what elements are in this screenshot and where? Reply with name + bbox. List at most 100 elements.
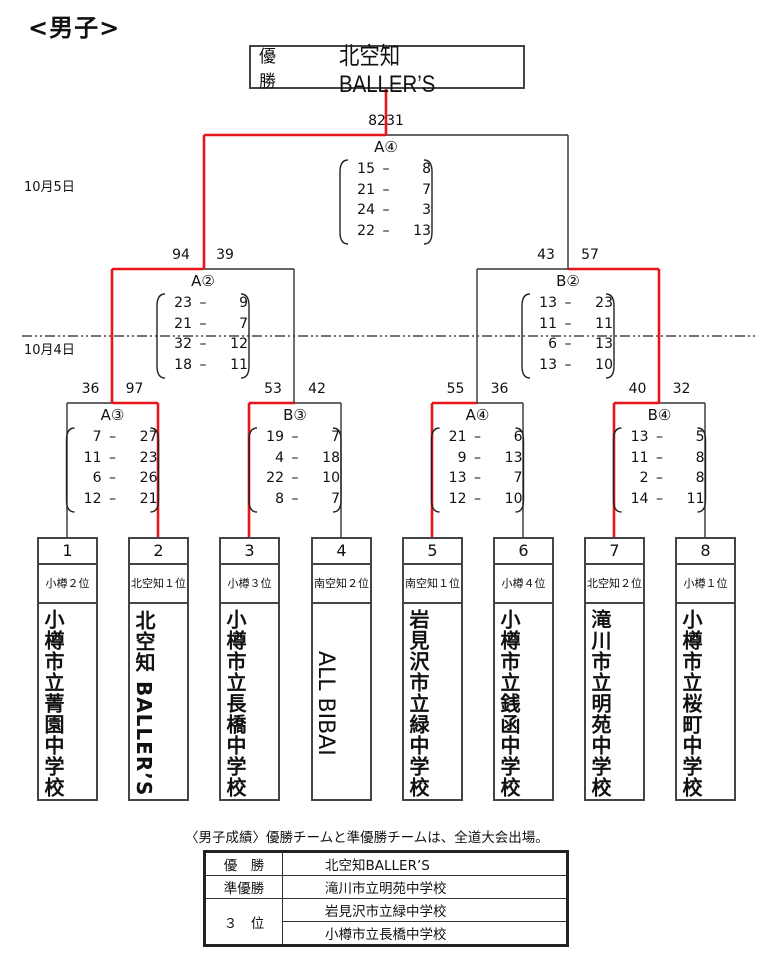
set-score-row: 19–7 [250, 427, 340, 448]
qf2-left-score: 53 [264, 381, 282, 397]
set-score-row: 21–7 [341, 180, 431, 201]
results-team: 小樽市立長橋中学校 [282, 921, 568, 946]
set-score-dash: – [109, 470, 116, 486]
results-team: 滝川市立明苑中学校 [282, 875, 568, 899]
team-seed-number: 7 [586, 539, 643, 565]
set-score-dash: – [474, 449, 481, 466]
team-name: ALL BIBAI [313, 651, 338, 756]
set-score-right: 11 [230, 356, 248, 373]
set-score-dash: – [656, 490, 663, 507]
set-score-dash: – [199, 356, 207, 373]
set-score-right: 8 [695, 449, 705, 466]
results-row-runner-up: 準優勝 滝川市立明苑中学校 [204, 875, 568, 899]
set-score-row: 21–7 [158, 314, 248, 335]
set-score-left: 6 [548, 336, 557, 352]
set-score-row: 13–10 [523, 355, 613, 376]
qf1-right-paren [150, 427, 160, 513]
set-score-left: 19 [266, 429, 284, 445]
set-score-left: 13 [539, 295, 557, 311]
set-score-dash: – [564, 315, 572, 332]
set-score-dash: – [291, 449, 299, 466]
set-score-dash: – [199, 295, 207, 311]
semi_right-match-label: B② [556, 272, 580, 290]
set-score-left: 14 [630, 490, 649, 507]
set-score-row: 13–7 [433, 468, 523, 489]
team-name: 小樽市立銭函中学校 [497, 609, 521, 798]
set-score-left: 21 [357, 181, 375, 198]
semi_left-right-score: 39 [216, 247, 234, 263]
set-score-dash: – [199, 336, 207, 352]
set-score-row: 6– 26 [68, 468, 158, 489]
results-team: 北空知BALLER’S [282, 851, 568, 876]
set-score-dash: – [382, 161, 390, 177]
team-qualifying-rank: 南空知１位 [404, 565, 461, 604]
set-score-dash: – [382, 222, 390, 239]
set-score-row: 13–5 [615, 427, 705, 448]
set-score-right: 26 [139, 470, 158, 486]
results-label: ３ 位 [204, 898, 283, 946]
qf1-left-score: 36 [81, 381, 100, 397]
set-score-row: 8–7 [250, 489, 340, 510]
results-team: 岩見沢市立緑中学校 [282, 898, 568, 922]
set-score-row: 23– 9 [158, 293, 248, 314]
qf3-right-paren [515, 427, 525, 513]
set-score-left: 24 [357, 202, 375, 218]
semi_left-left-score: 94 [172, 247, 190, 263]
set-score-dash: – [382, 202, 390, 218]
set-score-left: 8 [275, 490, 284, 507]
qf4-right-paren [697, 427, 707, 513]
set-score-left: 4 [275, 449, 284, 466]
team-name: 岩見沢市立緑中学校 [406, 609, 430, 798]
set-score-left: 11 [83, 449, 102, 466]
results-note: 〈男子成績〉優勝チームと準優勝チームは、全道大会出場。 [185, 830, 549, 846]
semi_right-left-paren [521, 293, 531, 379]
set-score-dash: – [564, 295, 572, 311]
set-score-left: 12 [448, 490, 467, 507]
set-score-left: 32 [174, 336, 192, 352]
team-seed-number: 4 [313, 539, 370, 565]
set-score-right: 21 [139, 490, 158, 507]
set-score-row: 22–10 [250, 468, 340, 489]
team-qualifying-rank: 北空知２位 [586, 565, 643, 604]
set-score-right: 10 [595, 356, 613, 373]
date-day1: 10月4日 [24, 343, 75, 358]
set-score-right: 5 [695, 429, 705, 445]
set-score-row: 14– 11 [615, 489, 705, 510]
set-score-right: 18 [322, 449, 340, 466]
set-score-right: 11 [686, 490, 705, 507]
set-score-right: 12 [230, 336, 248, 352]
team-seed-number: 6 [495, 539, 552, 565]
set-score-row: 12–21 [68, 489, 158, 510]
qf1-left-paren [65, 427, 75, 513]
set-score-dash: – [291, 470, 299, 486]
set-score-right: 13 [413, 222, 431, 239]
qf4-right-score: 32 [672, 381, 691, 397]
champion-box: 優 勝 北空知BALLER’S [249, 43, 525, 98]
set-score-right: 9 [239, 295, 248, 311]
set-score-left: 18 [174, 356, 192, 373]
set-score-right: 11 [595, 315, 613, 332]
set-score-dash: – [109, 490, 116, 507]
set-score-right: 7 [239, 315, 248, 332]
date-day2: 10月5日 [24, 180, 75, 195]
set-score-row: 7–27 [68, 427, 158, 448]
set-score-left: 6 [92, 470, 102, 486]
set-score-row: 15–8 [341, 159, 431, 180]
set-score-row: 6–13 [523, 334, 613, 355]
set-score-row: 12–10 [433, 489, 523, 510]
semi_right-right-paren [605, 293, 615, 379]
champion-team: 北空知BALLER’S [338, 42, 435, 98]
set-score-left: 23 [174, 295, 192, 311]
qf3-left-score: 55 [446, 381, 465, 397]
final-right-score: 31 [386, 113, 404, 129]
semi_left-left-paren [156, 293, 166, 379]
set-score-dash: – [109, 449, 116, 466]
